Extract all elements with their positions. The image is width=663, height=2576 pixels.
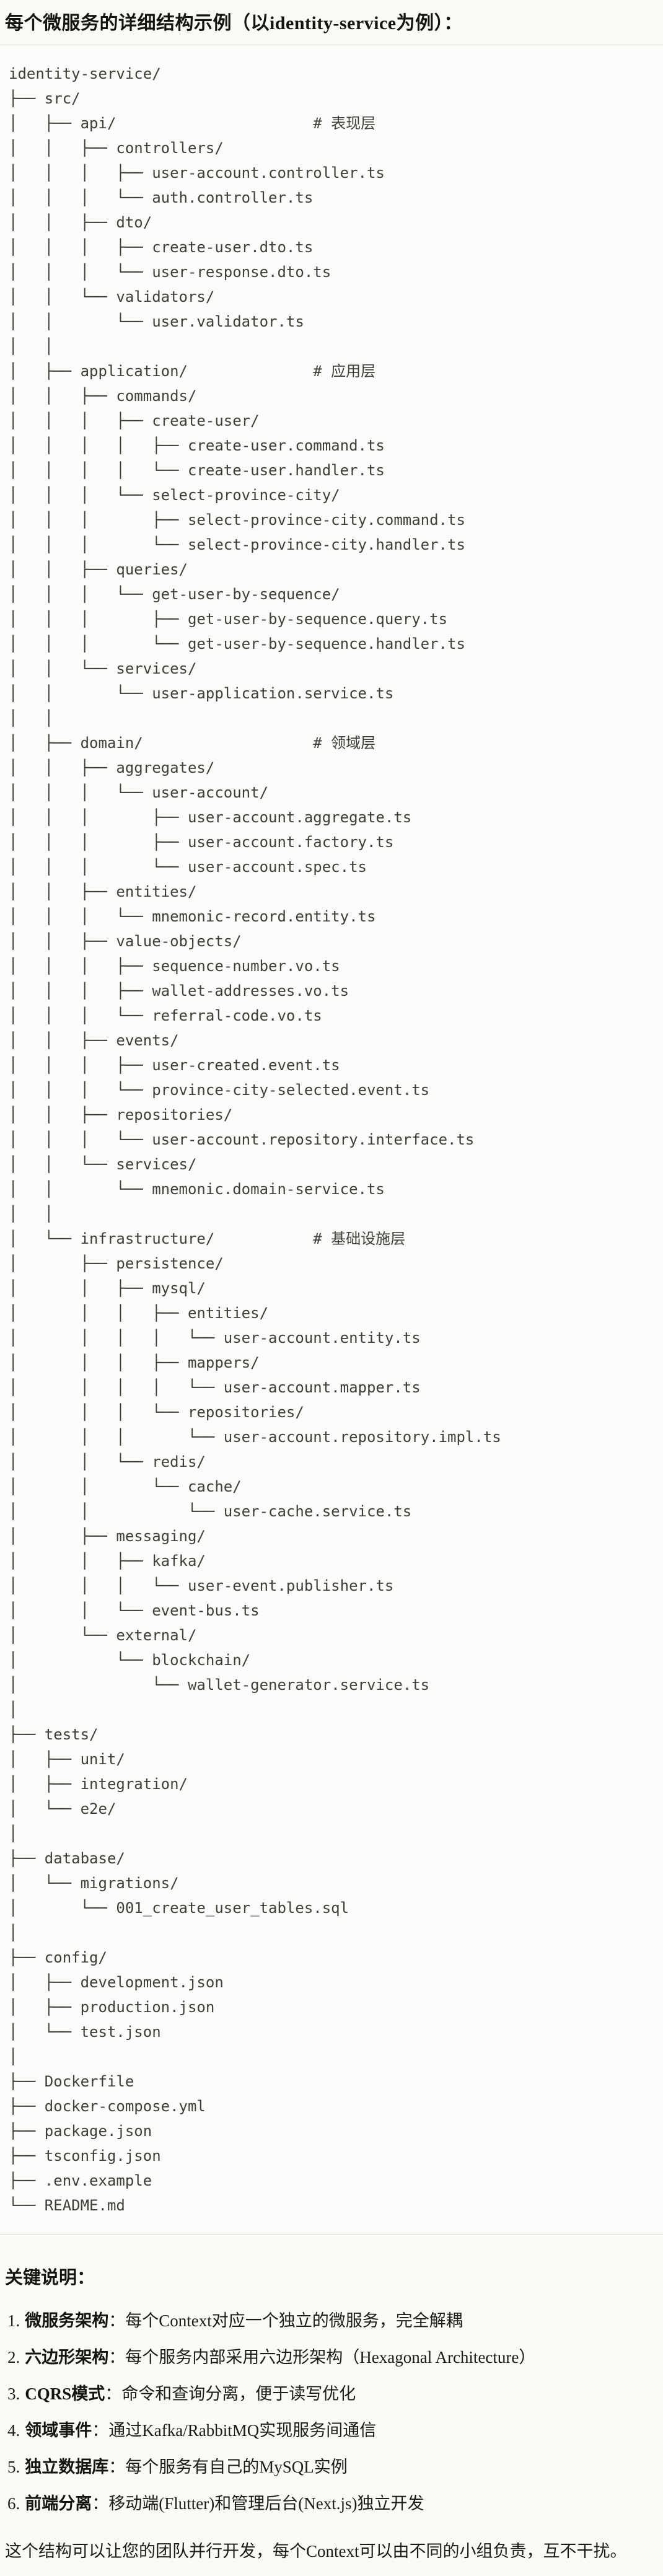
notes-list: 1. 微服务架构：每个Context对应一个独立的微服务，完全解耦 2. 六边形架构… (5, 2310, 658, 2514)
note-number: 6. (7, 2494, 20, 2513)
file-tree-code-block: identity-service/ ├── src/ │ ├── api/ # … (0, 45, 663, 2235)
note-number: 5. (7, 2458, 20, 2476)
note-term: 独立数据库 (25, 2458, 109, 2476)
closing-paragraph: 这个结构可以让您的团队并行开发，每个Context可以由不同的小组负责，互不干扰… (5, 2542, 627, 2561)
note-number: 4. (7, 2421, 20, 2440)
note-number: 1. (7, 2311, 20, 2330)
note-description: ：每个服务内部采用六边形架构（Hexagonal Architecture） (108, 2348, 536, 2367)
note-description: ：每个服务有自己的MySQL实例 (108, 2458, 348, 2476)
note-term: 微服务架构 (25, 2311, 109, 2330)
note-item-cqrs: 3. CQRS模式：命令和查询分离，便于读写优化 (7, 2383, 658, 2404)
note-description: ：通过Kafka/RabbitMQ实现服务间通信 (92, 2421, 377, 2440)
notes-section: 关键说明： 1. 微服务架构：每个Context对应一个独立的微服务，完全解耦 2… (0, 2267, 663, 2562)
note-term: 六边形架构 (25, 2348, 109, 2367)
note-item-database: 5. 独立数据库：每个服务有自己的MySQL实例 (7, 2456, 658, 2477)
note-term: CQRS模式 (25, 2385, 105, 2403)
note-item-hexagonal: 2. 六边形架构：每个服务内部采用六边形架构（Hexagonal Architec… (7, 2347, 658, 2368)
note-description: ：命令和查询分离，便于读写优化 (105, 2385, 356, 2403)
note-description: ：移动端(Flutter)和管理后台(Next.js)独立开发 (92, 2494, 424, 2513)
notes-heading: 关键说明： (5, 2268, 95, 2288)
page-title: 每个微服务的详细结构示例（以identity-service为例）： (5, 13, 463, 33)
note-item-domain-events: 4. 领域事件：通过Kafka/RabbitMQ实现服务间通信 (7, 2420, 658, 2441)
note-number: 3. (7, 2385, 20, 2403)
note-number: 2. (7, 2348, 20, 2367)
note-term: 领域事件 (25, 2421, 92, 2440)
note-term: 前端分离 (25, 2494, 92, 2513)
note-item-frontend: 6. 前端分离：移动端(Flutter)和管理后台(Next.js)独立开发 (7, 2493, 658, 2514)
note-description: ：每个Context对应一个独立的微服务，完全解耦 (108, 2311, 463, 2330)
note-item-microservices: 1. 微服务架构：每个Context对应一个独立的微服务，完全解耦 (7, 2310, 658, 2331)
